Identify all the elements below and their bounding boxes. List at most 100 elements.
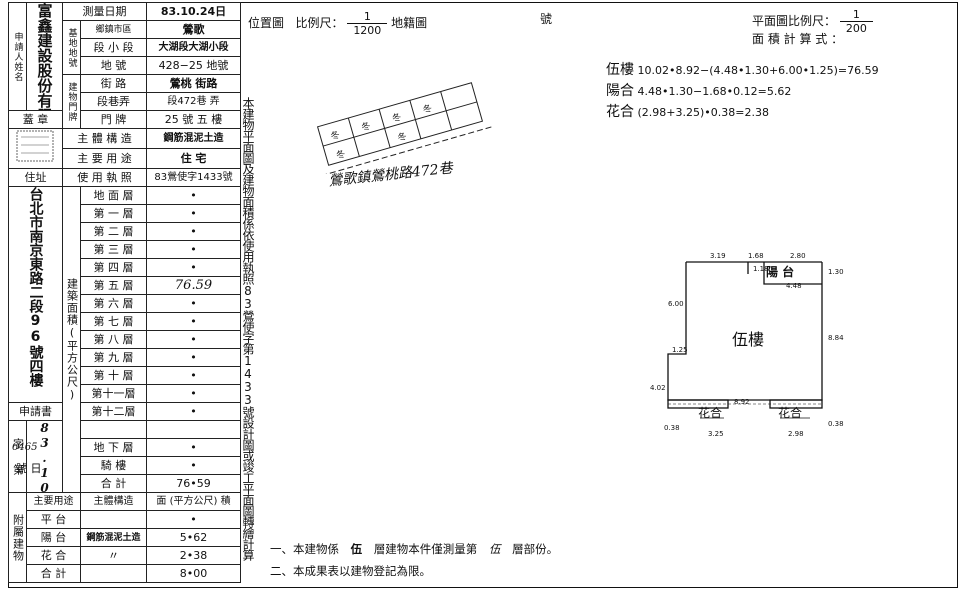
annex-header-use: 主要用途 xyxy=(26,492,81,511)
floor-label xyxy=(79,420,148,439)
dim-label: 1.68 xyxy=(748,252,764,260)
floor-area: • xyxy=(146,294,242,313)
formula-label: 花合 xyxy=(606,104,634,120)
application-number: 6465 xyxy=(12,442,38,453)
application-date: 83.10.18 xyxy=(26,420,63,493)
annex-structure: 鋼筋混泥土造 xyxy=(79,528,148,547)
floor-total-value: 76•59 xyxy=(146,474,242,493)
annex-total-value: 8•00 xyxy=(146,564,242,583)
dim-label: 0.38 xyxy=(664,424,680,432)
location-scale-den: 1200 xyxy=(347,23,388,37)
room-balcony-label: 陽 台 xyxy=(766,265,795,279)
floor-label: 第 七 層 xyxy=(79,312,148,331)
floor-area: • xyxy=(146,456,242,475)
floor-area-fifth: 76.59 xyxy=(146,276,242,295)
dim-label: 8.84 xyxy=(828,334,844,342)
street-value: 鶯桃 街路 xyxy=(146,74,242,93)
plan-scale-den: 200 xyxy=(839,21,873,35)
location-map-title: 位置圖 xyxy=(248,16,285,30)
alley-label: 段巷弄 xyxy=(79,92,148,111)
plan-calc-label: 面 積 計 算 式 ： xyxy=(752,32,844,46)
dim-label: 4.48 xyxy=(786,282,802,290)
subsection-label: 段 小 段 xyxy=(79,38,148,57)
applicant-address: 台北市南京東路二段96號四樓 xyxy=(8,186,63,403)
plan-scale-fraction: 1 200 xyxy=(839,8,873,35)
floor-label: 第 九 層 xyxy=(79,348,148,367)
alley-value: 段472巷 弄 xyxy=(146,92,242,111)
formula-row: 花合 (2.98+3.25)•0.38=2.38 xyxy=(606,102,879,123)
plan-scale-num: 1 xyxy=(852,8,860,21)
location-scale-num: 1 xyxy=(363,10,371,23)
room-planter-left-label: 花合 xyxy=(698,406,723,420)
note-floor: 伍 xyxy=(350,542,363,556)
cadastral-number-label: 號 xyxy=(540,12,553,26)
dim-label: 2.98 xyxy=(788,430,804,438)
note-floor-handwritten: 伍 xyxy=(488,542,501,556)
floor-label: 第 一 層 xyxy=(79,204,148,223)
structure-value: 鋼筋混泥土造 xyxy=(146,128,242,149)
floor-label: 第 四 層 xyxy=(79,258,148,277)
floor-label: 第 十 層 xyxy=(79,366,148,385)
usage-value: 住 宅 xyxy=(146,148,242,169)
floor-area xyxy=(146,420,242,439)
seal-label: 蓋 章 xyxy=(8,110,63,129)
floor-label: 第十一層 xyxy=(79,384,148,403)
plan-scale-header: 平面圖比例尺： 1 200 xyxy=(752,8,873,35)
license-value: 83鶯使字1433號 xyxy=(146,168,242,187)
floor-label: 地 下 層 xyxy=(79,438,148,457)
floor-area: • xyxy=(146,348,242,367)
dim-label: 6.00 xyxy=(668,300,684,308)
dim-label: 0.38 xyxy=(828,420,844,428)
dim-label: 1.18 xyxy=(753,265,769,273)
floor-label: 騎 樓 xyxy=(79,456,148,475)
note-text: 層部份。 xyxy=(512,542,559,556)
annex-use: 陽 台 xyxy=(26,528,81,547)
application-word-label: 字 第 xyxy=(8,420,27,493)
survey-date-label: 測量日期 xyxy=(61,2,148,21)
floor-label: 第十二層 xyxy=(79,402,148,421)
address-label: 住址 xyxy=(8,168,63,187)
svg-text:冬: 冬 xyxy=(335,148,347,162)
dim-label: 8.92 xyxy=(734,398,750,406)
svg-text:冬: 冬 xyxy=(391,111,403,125)
annex-header-area: 面 (平方公尺) 積 xyxy=(146,492,242,511)
vertical-note: 本建物平面圖及建物面積係依使用執照83鶯使字第1433號設計圖或竣工平面圖轉繪計… xyxy=(241,96,255,560)
floor-area: • xyxy=(146,384,242,403)
room-main-label: 伍樓 xyxy=(732,330,765,349)
floor-label: 第 五 層 xyxy=(79,276,148,295)
floor-area: • xyxy=(146,438,242,457)
svg-text:冬: 冬 xyxy=(329,128,341,142)
applicant-name: 富鑫建設股份有限公司 xyxy=(26,2,63,111)
floor-label: 第 八 層 xyxy=(79,330,148,349)
formula-label: 伍樓 xyxy=(606,62,634,78)
area-formulas: 伍樓 10.02•8.92−(4.48•1.30+6.00•1.25)=76.5… xyxy=(606,60,879,123)
application-label: 申請書 xyxy=(8,402,63,421)
lot-value: 428−25 地號 xyxy=(146,56,242,75)
annex-use: 平 台 xyxy=(26,510,81,529)
location-scale-fraction: 1 1200 xyxy=(347,10,388,37)
formula-row: 陽合 4.48•1.30−1.68•0.12=5.62 xyxy=(606,81,879,102)
main-floor-outline xyxy=(667,262,823,401)
number-value: 25 號 五 樓 xyxy=(146,110,242,129)
balcony-outline xyxy=(763,262,822,285)
floor-area: • xyxy=(146,204,242,223)
dim-label: 2.80 xyxy=(790,252,806,260)
annex-use: 花 合 xyxy=(26,546,81,565)
annex-total-label: 合 計 xyxy=(26,564,81,583)
floor-area: • xyxy=(146,330,242,349)
floor-area: • xyxy=(146,186,242,205)
floor-area: • xyxy=(146,366,242,385)
note-line: 二、本成果表以建物登記為限。 xyxy=(270,564,431,578)
structure-label: 主 體 構 造 xyxy=(61,128,148,149)
annex-header-structure: 主體構造 xyxy=(79,492,148,511)
lot-label: 地 號 xyxy=(79,56,148,75)
seal-stamp-icon xyxy=(16,130,54,162)
note-text: 一、本建物係 xyxy=(270,542,339,556)
annex-area: 5•62 xyxy=(146,528,242,547)
floor-label: 第 二 層 xyxy=(79,222,148,241)
annex-structure xyxy=(79,510,148,529)
subsection-value: 大湖段大湖小段 xyxy=(146,38,242,57)
formula-expr: (2.98+3.25)•0.38=2.38 xyxy=(637,106,769,119)
town-value: 鶯歌 xyxy=(146,20,242,39)
license-label: 使 用 執 照 xyxy=(61,168,148,187)
